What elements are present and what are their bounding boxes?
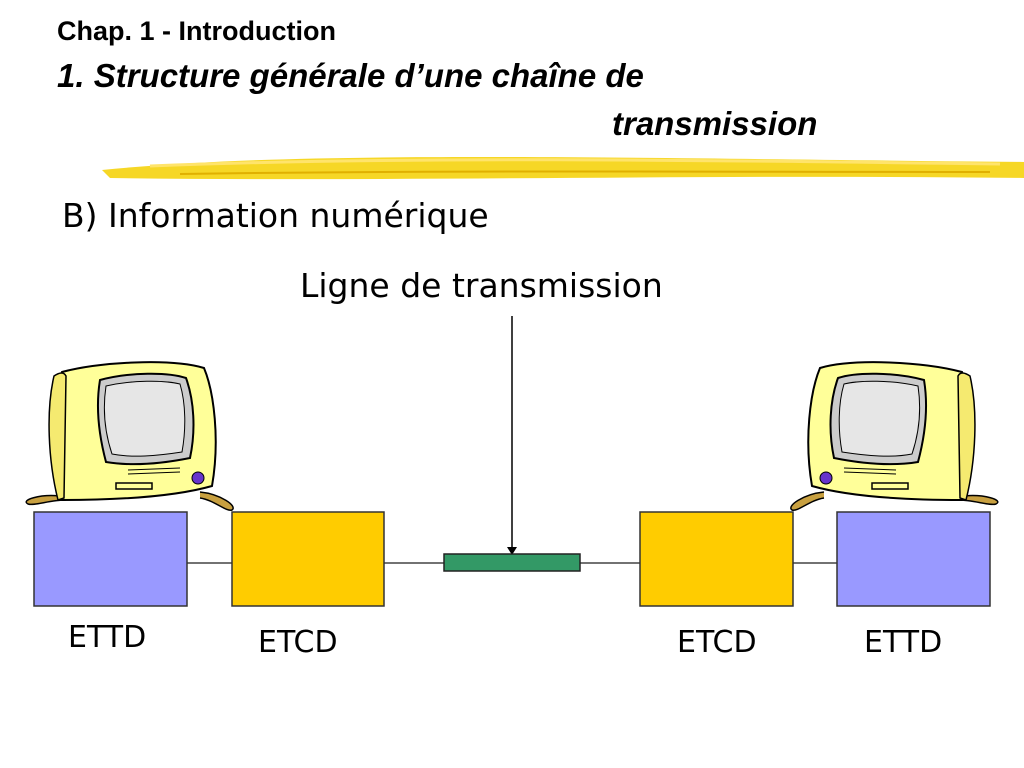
ettd-right-box: [836, 511, 991, 607]
etcd-left-label: ETCD: [258, 625, 338, 660]
transmission-line-segment: [443, 553, 581, 572]
computer-right-icon: [790, 361, 999, 511]
chapter-heading: Chap. 1 - Introduction: [57, 16, 336, 46]
slide-title-line-1: 1. Structure générale d’une chaîne de: [57, 57, 644, 94]
etcd-left-box: [231, 511, 385, 607]
ettd-left-box: [33, 511, 188, 607]
arrow-head: [507, 547, 517, 555]
section-subtitle: B) Information numérique: [62, 196, 489, 235]
slide-title-line-2: transmission: [612, 105, 818, 142]
ettd-right-label: ETTD: [864, 625, 943, 660]
ettd-left-label: ETTD: [68, 620, 147, 655]
etcd-right-box: [639, 511, 794, 607]
etcd-right-label: ETCD: [677, 625, 757, 660]
title-underline: [102, 157, 1024, 180]
computer-left-icon: [25, 361, 234, 511]
transmission-line-label: Ligne de transmission: [300, 266, 663, 305]
